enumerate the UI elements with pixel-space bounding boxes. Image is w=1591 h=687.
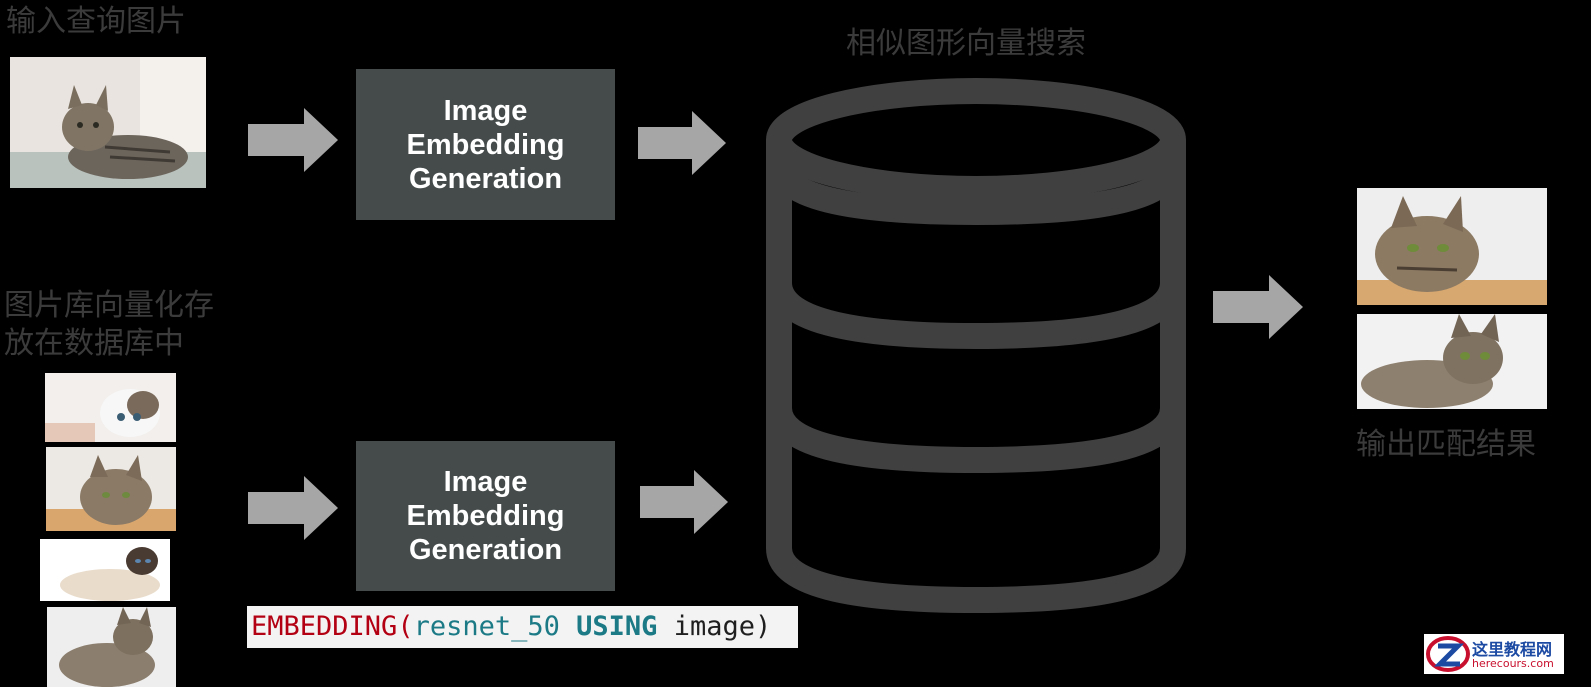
code-function: EMBEDDING [251,611,398,642]
arrow-right-icon [248,108,338,172]
code-using-keyword: USING [576,611,658,642]
arrow-right-icon [640,470,728,534]
embedding-box-top-line3: Generation [408,162,563,195]
watermark-url: herecours.com [1472,657,1554,670]
embedding-code-snippet: EMBEDDING(resnet_50 USING image) [247,606,798,648]
library-label-line2: 放在数据库中 [4,326,184,361]
vector-search-label: 相似图形向量搜索 [846,26,1086,61]
library-photo-siamese [40,539,170,601]
embedding-box-top-line2: Embedding [406,128,565,161]
embedding-box-bottom-line3: Generation [408,534,563,566]
library-label-line1: 图片库向量化存 [4,288,214,323]
embedding-box-top: Image Embedding Generation [356,69,615,220]
query-cat-photo [10,57,206,188]
output-results-label: 输出匹配结果 [1356,427,1536,462]
watermark-logo: 这里教程网 herecours.com [1424,634,1564,674]
embedding-box-bottom-line1: Image [443,466,528,498]
embedding-box-bottom: Image Embedding Generation [356,441,615,591]
embedding-box-bottom-line2: Embedding [406,500,565,532]
library-photo-tabby-2 [47,607,176,687]
arrow-right-icon [248,476,338,540]
code-close-paren: ) [754,611,772,642]
arrow-right-icon [1213,275,1303,339]
watermark-title: 这里教程网 [1472,640,1553,659]
query-image-label: 输入查询图片 [6,4,186,39]
database-icon [766,78,1186,614]
embedding-box-top-line1: Image [443,94,528,127]
library-photo-tabby-1 [46,447,176,531]
code-param: image [657,611,755,642]
code-model-arg: resnet_50 [413,611,560,642]
library-photo-kitten [45,373,176,442]
code-open-paren: ( [397,611,414,642]
result-photo-2 [1357,314,1547,409]
result-photo-1 [1357,188,1547,305]
arrow-right-icon [638,111,726,175]
watermark-logo-icon [1426,636,1470,672]
